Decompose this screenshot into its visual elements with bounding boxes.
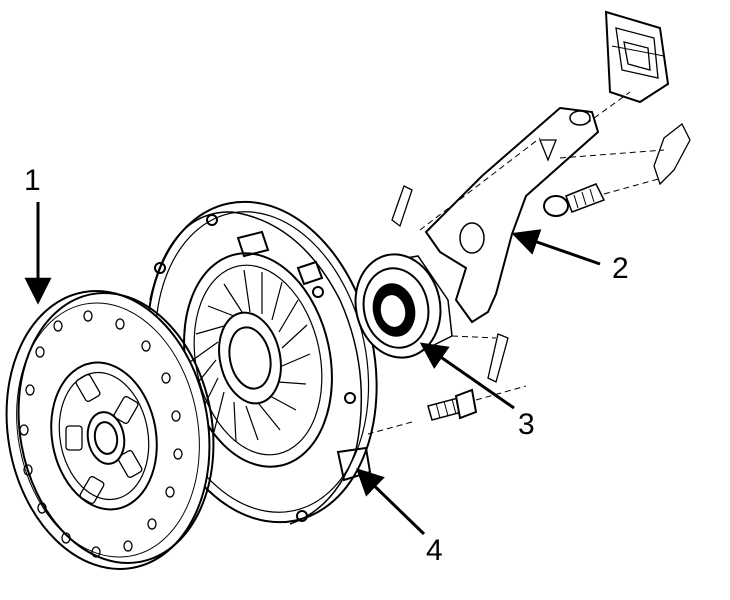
callout-2: 2 [612,252,629,285]
assembly-guides [367,91,665,435]
clutch-disc [5,290,215,570]
pressure-plate [146,200,378,525]
leader-arrow-4 [356,468,426,536]
callout-1: 1 [24,164,41,197]
dust-boot [604,10,670,104]
leader-arrows [24,202,601,536]
release-bearing [354,253,453,359]
guide-bolt [427,388,478,421]
leader-arrow-3 [419,342,515,410]
leader-arrow-2 [511,229,601,266]
release-fork [391,106,691,383]
callout-3: 3 [518,408,535,441]
callout-4: 4 [426,534,443,567]
